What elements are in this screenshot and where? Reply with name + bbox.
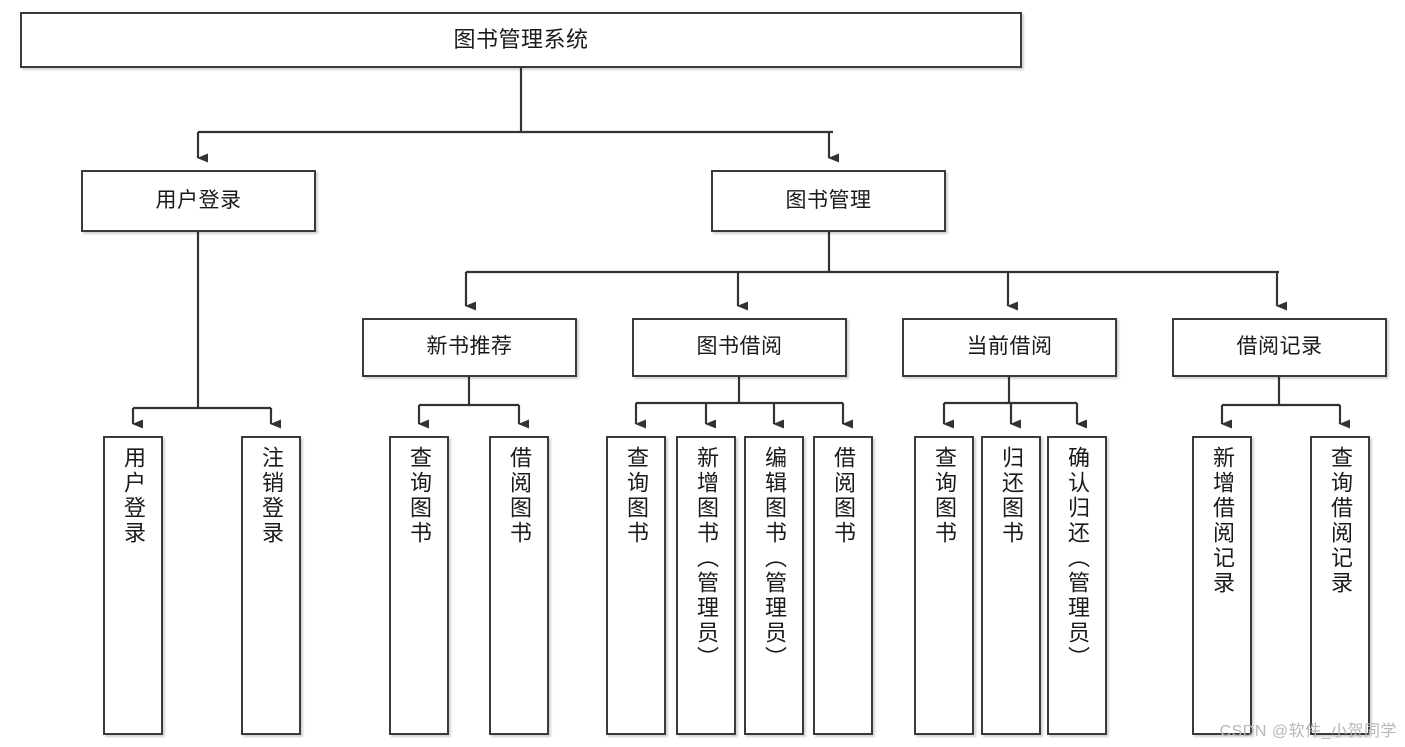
node-label: 查询图书 <box>932 446 957 546</box>
leaf-borrow-query-book[interactable]: 查询图书 <box>606 436 666 735</box>
leaf-borrow-edit-book-admin[interactable]: 编辑图书（管理员） <box>744 436 804 735</box>
leaf-record-add-record[interactable]: 新增借阅记录 <box>1192 436 1252 735</box>
node-label: 图书管理系统 <box>453 27 589 53</box>
node-user-login[interactable]: 用户登录 <box>81 170 316 232</box>
leaf-record-query-record[interactable]: 查询借阅记录 <box>1310 436 1370 735</box>
leaf-user-login-logout[interactable]: 注销登录 <box>241 436 301 735</box>
node-label: 新增图书（管理员） <box>694 446 719 671</box>
node-label: 借阅记录 <box>1236 335 1323 359</box>
node-current-borrow[interactable]: 当前借阅 <box>902 318 1117 377</box>
node-label: 归还图书 <box>999 446 1024 546</box>
leaf-current-confirm-return-admin[interactable]: 确认归还（管理员） <box>1047 436 1107 735</box>
node-book-borrow[interactable]: 图书借阅 <box>632 318 847 377</box>
node-label: 编辑图书（管理员） <box>762 446 787 671</box>
node-label: 注销登录 <box>259 446 284 546</box>
node-label: 查询图书 <box>407 446 432 546</box>
leaf-borrow-add-book-admin[interactable]: 新增图书（管理员） <box>676 436 736 735</box>
node-label: 确认归还（管理员） <box>1065 446 1090 671</box>
node-new-book-recommend[interactable]: 新书推荐 <box>362 318 577 377</box>
leaf-borrow-borrow-book[interactable]: 借阅图书 <box>813 436 873 735</box>
node-book-management[interactable]: 图书管理 <box>711 170 946 232</box>
node-label: 当前借阅 <box>966 335 1053 359</box>
node-label: 查询借阅记录 <box>1328 446 1353 596</box>
node-label: 新书推荐 <box>426 335 513 359</box>
node-label: 借阅图书 <box>507 446 532 546</box>
node-label: 新增借阅记录 <box>1210 446 1235 596</box>
leaf-current-return-book[interactable]: 归还图书 <box>981 436 1041 735</box>
leaf-recommend-borrow-book[interactable]: 借阅图书 <box>489 436 549 735</box>
node-label: 用户登录 <box>121 446 146 546</box>
node-label: 查询图书 <box>624 446 649 546</box>
node-label: 用户登录 <box>155 188 242 212</box>
node-label: 图书借阅 <box>696 335 783 359</box>
node-root-system[interactable]: 图书管理系统 <box>20 12 1022 68</box>
node-borrow-record[interactable]: 借阅记录 <box>1172 318 1387 377</box>
node-label: 图书管理 <box>785 188 872 212</box>
leaf-recommend-query-book[interactable]: 查询图书 <box>389 436 449 735</box>
csdn-watermark: CSDN @软件_小贺同学 <box>1219 723 1397 740</box>
leaf-user-login-login[interactable]: 用户登录 <box>103 436 163 735</box>
node-label: 借阅图书 <box>831 446 856 546</box>
leaf-current-query-book[interactable]: 查询图书 <box>914 436 974 735</box>
